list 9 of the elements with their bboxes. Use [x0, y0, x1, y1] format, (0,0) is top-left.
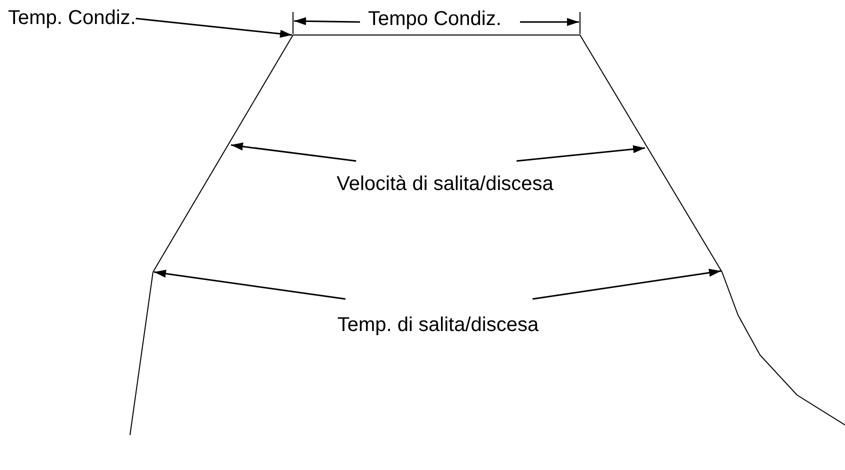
leader-line — [154, 270, 346, 300]
leader-line — [516, 145, 646, 162]
leader-label: Velocità di salita/discesa — [336, 161, 554, 196]
leader-label: Temp. di salita/discesa — [337, 299, 539, 337]
leader-line — [136, 18, 292, 38]
leader-line — [230, 142, 356, 162]
dimension-label: Tempo Condiz. — [368, 8, 502, 31]
leader-label: Temp. Condiz. — [8, 7, 136, 30]
leader-line — [532, 268, 722, 300]
